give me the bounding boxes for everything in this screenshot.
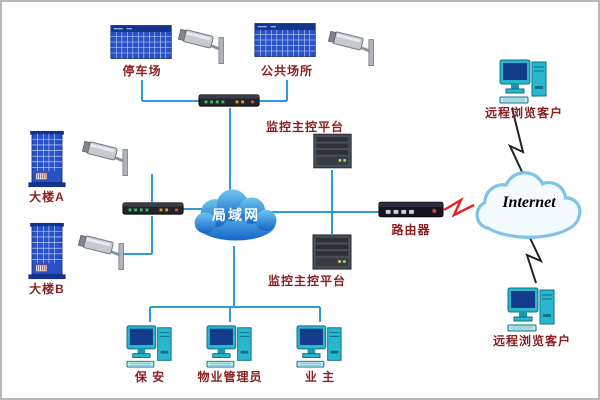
public-place-label: 公共场所 [260,64,313,78]
owner-label: 业 主 [304,370,336,384]
remote-client-top-label: 远程浏览客户 [484,106,563,120]
monitor-server-icon [310,233,354,271]
router-icon [378,198,444,220]
public-place-rack-icon [254,20,318,60]
owner-pc-icon [295,322,345,368]
internet-label: Internet [502,194,556,211]
switch-icon [122,200,184,217]
building-b-icon [28,222,66,280]
router-label: 路由器 [391,223,431,237]
building-b-label: 大楼B [29,282,65,296]
camera-icon [78,230,130,272]
building-a-label: 大楼A [29,190,65,204]
guard-label: 保 安 [134,370,166,384]
remote-client-bottom-label: 远程浏览客户 [492,334,571,348]
parking-rack-icon [110,22,174,62]
camera-icon [178,24,230,66]
client-lightning-icons [507,107,544,284]
property-manager-label: 物业管理员 [197,370,263,384]
lan-label: 局域网 [212,207,260,223]
camera-icon [82,136,134,178]
internet-cloud-icon: Internet [468,170,590,240]
camera-icon [328,26,380,68]
monitor-platform-2-label: 监控主控平台 [267,274,346,288]
remote-client-pc-icon [506,284,558,332]
monitor-server-icon [311,132,354,170]
switch-icon [198,92,260,109]
property-manager-pc-icon [205,322,255,368]
lan-cloud-icon: 局域网 [192,184,280,246]
building-a-icon [28,130,66,188]
guard-pc-icon [125,322,175,368]
monitor-platform-1-label: 监控主控平台 [265,120,344,134]
router-internet-lightning-icon [443,197,475,218]
parking-label: 停车场 [122,64,162,78]
remote-client-pc-icon [498,56,550,104]
